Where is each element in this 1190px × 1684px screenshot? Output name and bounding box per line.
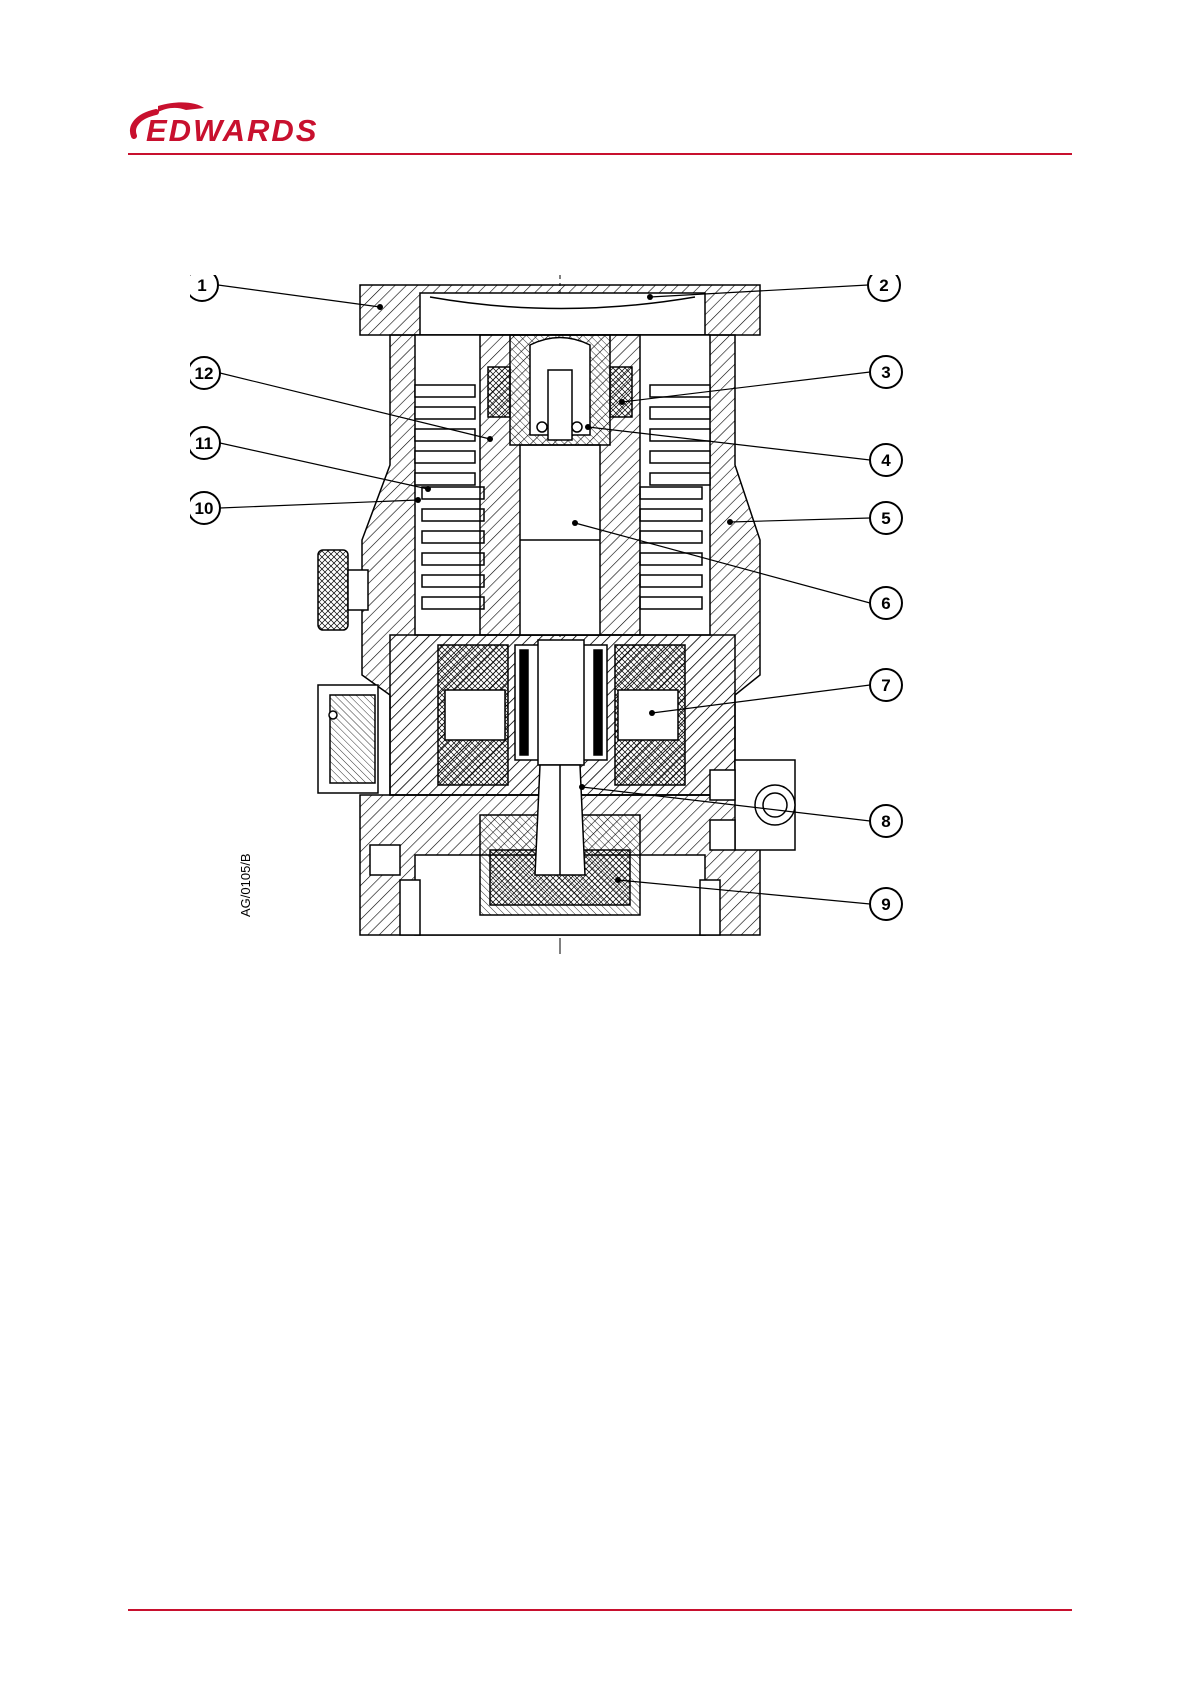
stator-stack-left [415, 385, 484, 609]
callout-6: 6 [870, 587, 902, 619]
callout-1: 1 [190, 275, 218, 301]
callout-3: 3 [870, 356, 902, 388]
callout-8-label: 8 [881, 812, 890, 831]
callout-3-label: 3 [881, 363, 890, 382]
callout-2: 2 [868, 275, 900, 301]
header-divider [128, 153, 1072, 155]
callout-5: 5 [870, 502, 902, 534]
callout-12-label: 12 [195, 364, 214, 383]
callout-2-label: 2 [879, 276, 888, 295]
footer-divider [128, 1609, 1072, 1611]
callout-11-label: 11 [195, 434, 213, 453]
callout-10: 10 [190, 492, 220, 524]
edwards-logo: EDWARDS [126, 96, 396, 148]
callout-4: 4 [870, 444, 902, 476]
callout-9-label: 9 [881, 895, 890, 914]
stator-stack-right [640, 385, 710, 609]
callout-8: 8 [870, 805, 902, 837]
pump-cross-section-figure: 1 2 3 4 5 6 7 8 [190, 275, 990, 1045]
callout-12: 12 [190, 357, 220, 389]
callout-1-label: 1 [197, 276, 206, 295]
callout-9: 9 [870, 888, 902, 920]
pump-cross-section-diagram: 1 2 3 4 5 6 7 8 [190, 275, 990, 1045]
callout-7-label: 7 [881, 676, 890, 695]
brand-wordmark: EDWARDS [146, 113, 318, 148]
edwards-logo-mark: EDWARDS [126, 96, 396, 148]
callout-4-label: 4 [881, 451, 891, 470]
callout-6-label: 6 [881, 594, 890, 613]
callout-5-label: 5 [881, 509, 890, 528]
callout-7: 7 [870, 669, 902, 701]
pump-drawing [318, 275, 795, 955]
callout-11: 11 [190, 427, 220, 459]
callout-10-label: 10 [195, 499, 214, 518]
figure-reference-code: AG/0105/B [238, 853, 253, 917]
